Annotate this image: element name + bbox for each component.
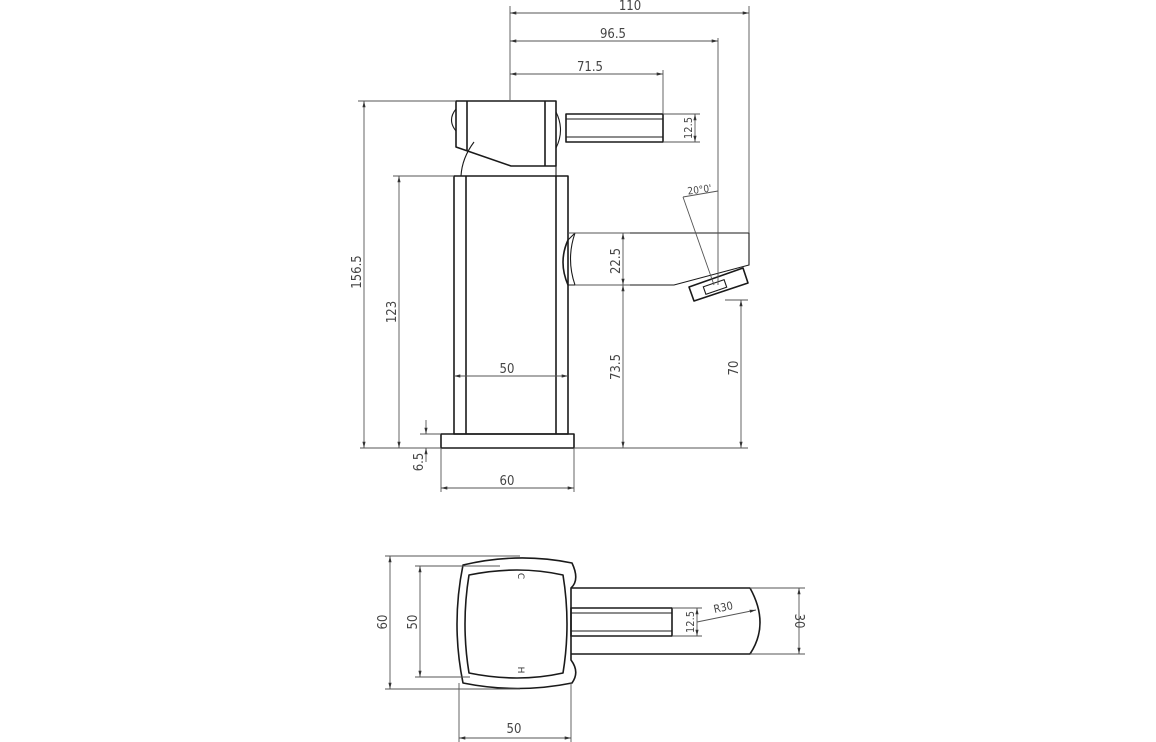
plan-dim-overall-depth: 60	[376, 615, 391, 630]
dim-overall-height: 156.5	[350, 255, 365, 288]
plan-dim-body-width: 50	[507, 722, 522, 737]
plan-dim-handle-diameter: 12.5	[684, 611, 697, 633]
dim-overall-reach: 110	[619, 0, 641, 14]
plan-dim-spout-radius: R30	[712, 599, 734, 616]
plan-dim-spout-width: 30	[791, 614, 806, 629]
front-elevation-view: 110 96.5 71.5 12.5 20°0' 156.5 123 22.5 …	[350, 0, 750, 492]
dim-body-width: 50	[500, 362, 515, 377]
dim-body-height: 123	[385, 301, 400, 323]
plan-spout	[570, 587, 761, 655]
handle-inner	[464, 569, 568, 679]
handle-outer	[456, 557, 577, 690]
spout	[562, 232, 750, 302]
dim-base-height: 6.5	[412, 453, 427, 472]
dim-handle-reach: 71.5	[577, 60, 603, 75]
dim-spout-reach: 96.5	[600, 27, 626, 42]
dim-spout-thickness: 22.5	[609, 248, 624, 274]
dim-handle-diameter: 12.5	[682, 117, 695, 139]
plan-dim-body-depth: 50	[406, 615, 421, 630]
handle-lever	[450, 100, 664, 177]
tap-body	[453, 175, 569, 435]
elevation-dimensions	[358, 6, 750, 492]
plan-dimensions	[385, 555, 805, 742]
cold-mark: C	[515, 573, 525, 579]
plan-view: C H	[376, 555, 806, 742]
base-plate	[440, 433, 575, 449]
dim-outlet-height: 70	[727, 361, 742, 376]
hot-mark: H	[515, 667, 525, 674]
dim-spout-angle: 20°0'	[687, 183, 712, 197]
dim-spout-height: 73.5	[609, 354, 624, 380]
dim-base-width: 60	[500, 474, 515, 489]
